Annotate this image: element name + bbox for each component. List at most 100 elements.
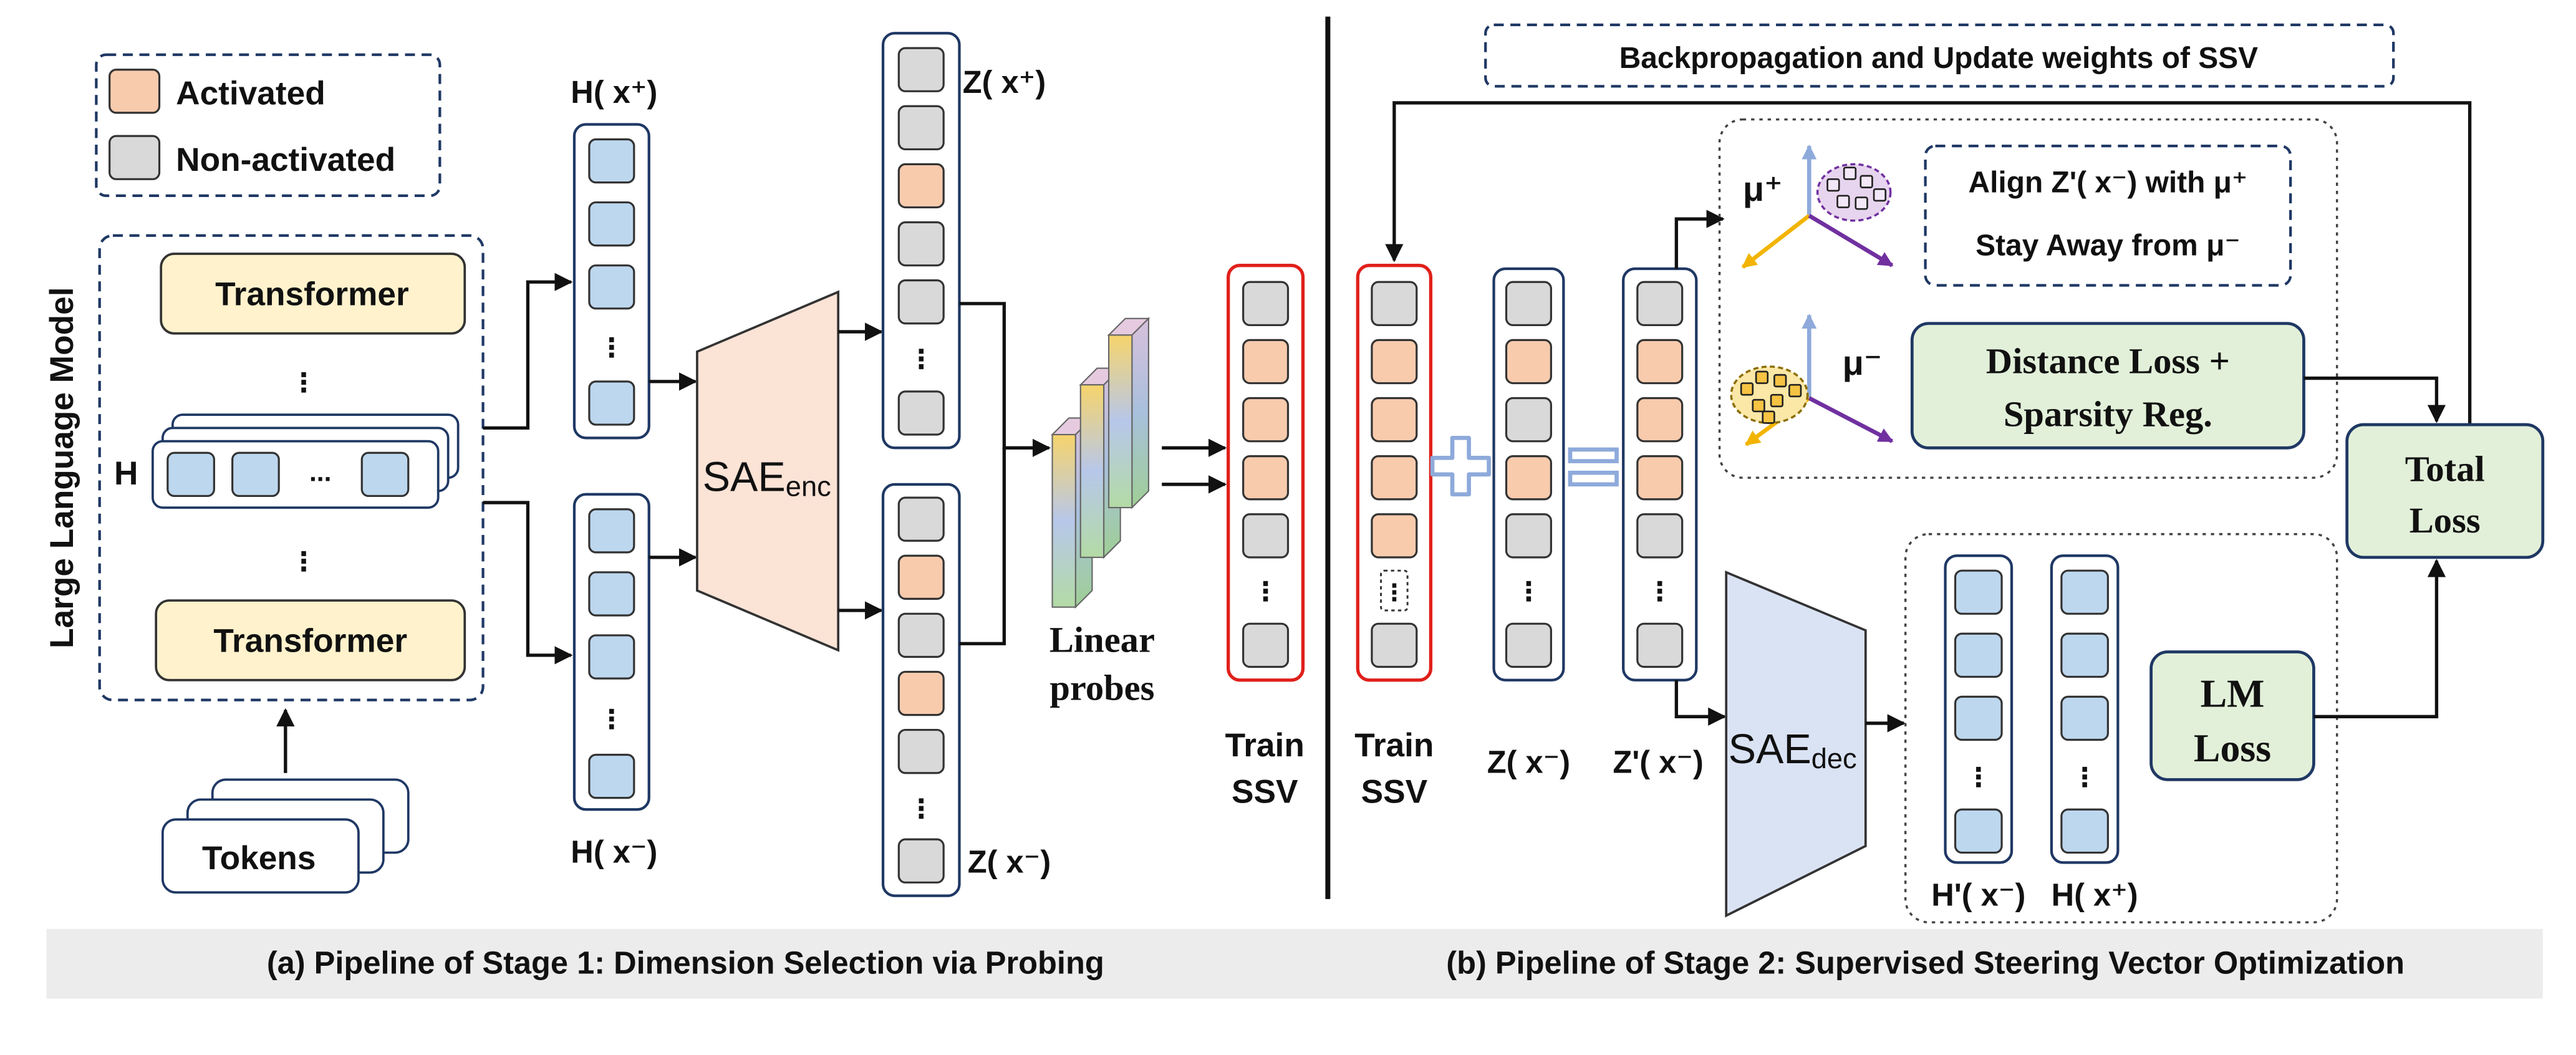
hidden-cell (588, 138, 635, 184)
reconstruction-region (1904, 532, 2338, 923)
hidden-cell (588, 201, 635, 247)
llm-to-h-pos-arrow (483, 272, 573, 430)
activated-cell (897, 670, 945, 716)
tokens-card-front (161, 818, 360, 894)
h-neg-label: H( x⁻) (571, 834, 657, 869)
z-neg-column: ⋮ (1492, 267, 1565, 682)
legend-non-activated-label: Non-activated (176, 142, 395, 178)
mu-pos-label: μ⁺ (1743, 169, 1783, 208)
train-ssv-b-label-line2: SSV (1361, 774, 1428, 811)
non-activated-cell (1242, 513, 1290, 559)
tokens-input: Tokens (161, 708, 410, 894)
sae-decoder: SAEdec (1725, 571, 1867, 918)
llm-block: Large Language Model Transformer ⋮ H ...… (44, 234, 485, 701)
hidden-cell (588, 753, 635, 799)
linear-probes: Linear probes (1049, 317, 1155, 708)
ellipsis: ⋮ (1965, 763, 1992, 792)
total-loss-box (2345, 423, 2545, 559)
sae-encoder: SAEenc (696, 290, 840, 652)
activated-cell (897, 554, 945, 600)
activated-cell (1371, 455, 1418, 501)
non-activated-cell (1242, 281, 1290, 327)
distance-loss-line1: Distance Loss + (1986, 341, 2230, 382)
h-prime-neg-label: H'( x⁻) (1931, 877, 2025, 913)
activated-cell (1636, 455, 1684, 501)
ellipsis: ⋮ (599, 333, 625, 363)
linear-probes-label-line1: Linear (1049, 620, 1155, 660)
transformer-bottom-label: Transformer (213, 623, 407, 660)
ellipsis: ⋮ (1252, 577, 1279, 607)
activated-cell (1636, 339, 1684, 385)
plus-icon (1430, 436, 1491, 497)
hidden-cell (1954, 808, 2003, 854)
alignment-objective-box (1924, 144, 2292, 287)
legend-frame (95, 53, 441, 198)
activated-cell (1636, 397, 1684, 443)
hidden-cell (231, 451, 280, 498)
non-activated-cell (897, 221, 945, 267)
h-pos-column: ⋮ (2050, 554, 2120, 864)
alignment-region (1718, 118, 2338, 479)
hidden-cell (2060, 808, 2109, 854)
z-neg-label: Z( x⁻) (968, 844, 1051, 879)
distance-to-total-arrow (2303, 376, 2446, 423)
z-prime-neg-label: Z'( x⁻) (1613, 744, 1703, 780)
lm-to-total-arrow (2313, 559, 2446, 718)
axis-right-arrow (1808, 396, 1894, 443)
hidden-cell (166, 451, 215, 498)
train-ssv-label-line2: SSV (1232, 774, 1298, 811)
ellipsis: ⋮ (2072, 763, 2098, 792)
total-loss-line2: Loss (2410, 500, 2481, 541)
sae-encoder-main: SAE (703, 454, 786, 500)
hidden-cell (588, 380, 635, 426)
hidden-cell (588, 571, 635, 617)
train-ssv-column: ⋮ (1227, 264, 1305, 682)
linear-probes-label-line2: probes (1049, 668, 1154, 708)
activated-cell (1242, 455, 1290, 501)
non-activated-cell (897, 47, 945, 92)
z-prime-to-alignment-arrow (1674, 210, 1725, 269)
non-activated-cell (1242, 622, 1290, 668)
z-pos-column: ⋮ (881, 32, 961, 450)
sae-encoder-label: SAEenc (703, 454, 831, 502)
caption-stage-a: (a) Pipeline of Stage 1: Dimension Selec… (267, 945, 1104, 981)
hidden-cell (1954, 632, 2003, 678)
activated-cell (1505, 339, 1552, 385)
train-ssv-b-label-line1: Train (1354, 727, 1434, 764)
hidden-cell (360, 451, 410, 498)
ellipsis: ⋮ (1646, 577, 1673, 607)
activated-cell (1242, 339, 1290, 385)
backprop-feedback-arrow (1385, 101, 2472, 425)
h-pos-column: ⋮ (572, 123, 650, 440)
llm-to-h-neg-arrow (483, 501, 573, 665)
non-activated-cell (1636, 622, 1684, 668)
non-activated-cell (1371, 281, 1418, 327)
non-activated-cell (897, 838, 945, 884)
alignment-objective-line1: Align Z'( x⁻) with μ⁺ (1969, 166, 2248, 200)
legend: Activated Non-activated (95, 53, 441, 198)
lm-loss-line1: LM (2201, 671, 2265, 715)
z-prime-neg-column: ⋮ (1622, 267, 1698, 682)
mu-neg-label: μ⁻ (1843, 343, 1883, 382)
sae-decoder-sub: dec (1811, 743, 1857, 774)
hidden-state-label: H (114, 455, 138, 492)
non-activated-cell (1505, 281, 1552, 327)
llm-title: Large Language Model (44, 287, 80, 648)
non-activated-cell (897, 279, 945, 325)
h-prime-neg-column: ⋮ (1944, 554, 2014, 864)
axis-right-arrow (1808, 213, 1894, 267)
layers-ellipsis-top: ⋮ (291, 368, 317, 398)
tokens-label: Tokens (202, 840, 316, 877)
z-neg-column: ⋮ (881, 483, 961, 897)
activated-cell (1371, 397, 1418, 443)
legend-activated-label: Activated (176, 75, 326, 112)
equals-icon (1568, 447, 1619, 487)
activated-swatch (109, 69, 161, 114)
hidden-cell (588, 264, 635, 310)
z-pos-to-probes-arrow (959, 302, 1051, 457)
z-prime-to-decoder-arrow (1674, 680, 1727, 726)
non-activated-cell (1505, 622, 1552, 668)
transformer-bottom-box (155, 599, 466, 682)
alignment-objective-line2: Stay Away from μ⁻ (1975, 229, 2241, 263)
caption-stage-b: (b) Pipeline of Stage 2: Supervised Stee… (1446, 945, 2405, 981)
